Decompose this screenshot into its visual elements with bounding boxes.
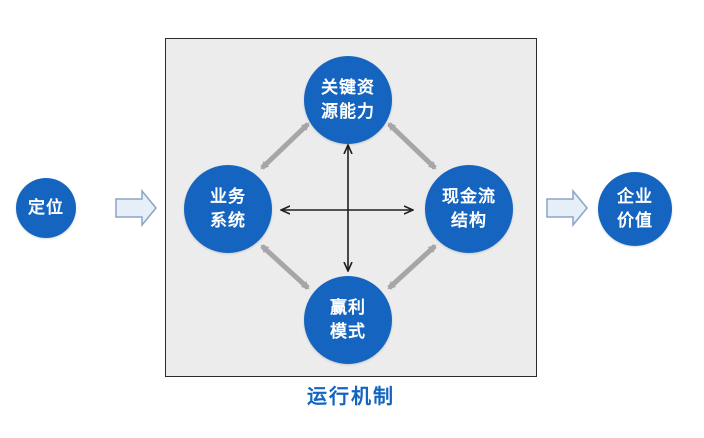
node-profit-model: 赢利 模式 — [304, 276, 392, 364]
node-positioning-label: 定位 — [28, 198, 64, 218]
node-profit-model-line1: 赢利 — [330, 298, 366, 318]
node-cash-flow-structure: 现金流 结构 — [425, 165, 513, 253]
node-enterprise-value-line1: 企业 — [617, 187, 653, 207]
panel-caption: 运行机制 — [307, 384, 395, 408]
node-profit-model-line2: 模式 — [330, 322, 366, 342]
flow-arrow-out — [546, 188, 588, 228]
connector-cashflow-profit — [387, 244, 437, 290]
node-business-system-line2: 系统 — [210, 211, 246, 231]
connector-resources-business — [260, 122, 310, 170]
node-key-resources: 关键资 源能力 — [304, 56, 392, 144]
node-cash-flow-structure-line2: 结构 — [451, 211, 487, 231]
connector-resources-cashflow — [387, 122, 437, 170]
node-enterprise-value: 企业 价值 — [598, 172, 672, 246]
node-enterprise-value-line2: 价值 — [617, 211, 653, 231]
node-business-system-line1: 业务 — [210, 187, 246, 207]
node-positioning: 定位 — [16, 178, 76, 238]
node-key-resources-line1: 关键资 — [321, 78, 375, 98]
connector-business-profit — [260, 244, 310, 290]
node-cash-flow-structure-line1: 现金流 — [442, 187, 496, 207]
node-business-system: 业务 系统 — [184, 165, 272, 253]
flow-arrow-in — [115, 188, 157, 228]
node-key-resources-line2: 源能力 — [321, 102, 375, 122]
